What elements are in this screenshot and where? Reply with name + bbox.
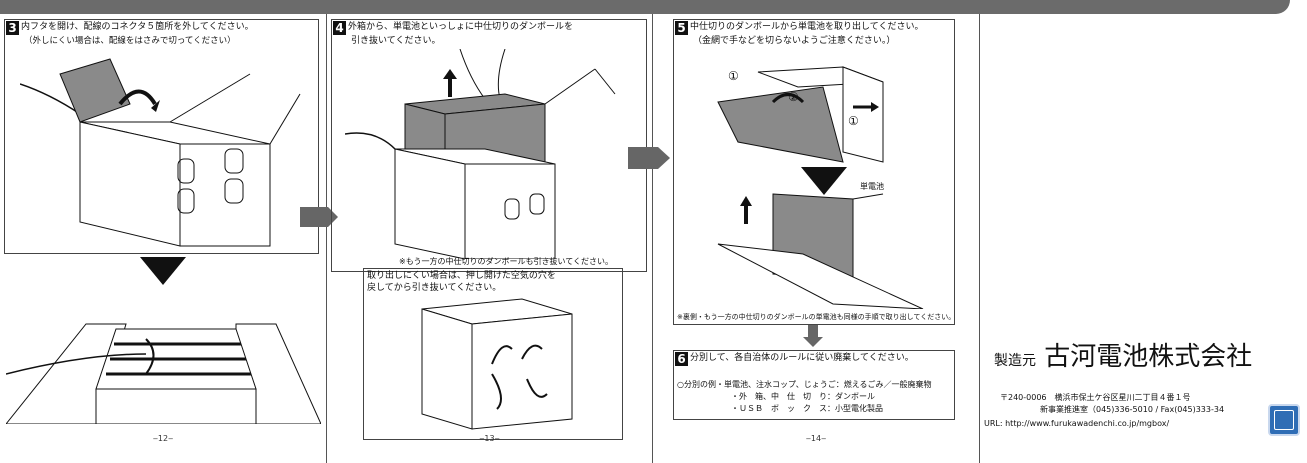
company-division: 新事業推進室（045)336-5010 / Fax(045)333-34 [1040, 405, 1225, 414]
company-url: URL: http://www.furukawadenchi.co.jp/mgb… [984, 419, 1170, 428]
step3-number: 3 [6, 21, 19, 35]
step4-subbox [363, 268, 623, 440]
company-name: 古河電池株式会社 [1044, 342, 1253, 372]
step6-row3: ・ＵＳＢ ボ ッ ク ス：小型電化製品 [731, 404, 883, 413]
page-number-13: ‒13‒ [479, 434, 500, 443]
down-arrow-5 [801, 167, 847, 195]
step3-line2: （外しにくい場合は、配線をはさみで切ってください） [24, 36, 236, 46]
step6-frame [673, 350, 955, 420]
step4-illustration [345, 49, 616, 259]
step5-illustration-bottom [717, 193, 924, 309]
company-prefix: 製造元 [994, 353, 1036, 369]
step5-frame [673, 19, 955, 325]
down-arrow-small [803, 325, 823, 347]
step4-frame [331, 19, 647, 272]
step5-mark-3: ① [848, 114, 859, 128]
step4-number: 4 [333, 21, 346, 35]
step5-battery-label: 単電池 [860, 182, 884, 191]
step5-note: ※裏側・もう一方の中仕切りのダンボールの単電池も同様の手順で取り出してください。 [677, 313, 956, 321]
step5-mark-1: ① [728, 69, 739, 83]
step3-illustration-box [20, 58, 301, 247]
step3-illustration-open [6, 323, 321, 424]
step5-illustration-top [717, 66, 884, 163]
step5-line2: （金網で手などを切らないようご注意ください。） [693, 36, 896, 46]
step4-box-line1: 取り出しにくい場合は、押し開けた空気の穴を [367, 271, 556, 281]
step6-line1: 分別して、各自治体のルールに従い廃棄してください。 [690, 353, 914, 363]
right-arrow-1 [300, 207, 338, 227]
company-address: 〒240-0006 横浜市保土ケ谷区星川二丁目４番１号 [1000, 393, 1191, 402]
down-arrow [140, 257, 186, 285]
step6-number: 6 [675, 352, 688, 366]
right-arrow-2 [628, 147, 670, 169]
expand-icon[interactable] [1268, 404, 1300, 436]
step4-subbox-text: 取り出しにくい場合は、押し開けた空気の穴を 戻してから引き抜いてください。 [367, 270, 556, 294]
step4-box-line2: 戻してから引き抜いてください。 [367, 283, 502, 293]
step4-subbox-illustration [421, 298, 573, 430]
page-number-12: ‒12‒ [152, 434, 174, 443]
company-title: 製造元 古河電池株式会社 [994, 336, 1252, 373]
step5-number: 5 [675, 21, 688, 35]
step5-mark-2: ② [788, 90, 799, 104]
expand-icon-inner [1274, 410, 1294, 430]
step6-row1: ○分別の例・単電池、注水コップ、じょうご：燃えるごみ／一般廃棄物 [677, 380, 932, 389]
step4-line2: 引き抜いてください。 [351, 36, 441, 46]
step5-line1: 中仕切りのダンボールから単電池を取り出してください。 [690, 22, 924, 32]
step4-note: ※もう一方の中仕切りのダンボールも引き抜いてください。 [399, 257, 613, 266]
step3-frame [4, 19, 319, 254]
back-cover: 製造元 古河電池株式会社 〒240-0006 横浜市保土ケ谷区星川二丁目４番１号… [980, 14, 1307, 463]
step4-line1: 外箱から、単電池といっしょに中仕切りのダンボールを [348, 22, 574, 32]
page-number-14: ‒14‒ [805, 434, 827, 443]
top-bar [0, 0, 1290, 14]
step3-line1: 内フタを開け、配線のコネクタ５箇所を外してください。 [21, 22, 254, 32]
step6-row2: ・外 箱、中 仕 切 り：ダンボール [731, 392, 875, 401]
